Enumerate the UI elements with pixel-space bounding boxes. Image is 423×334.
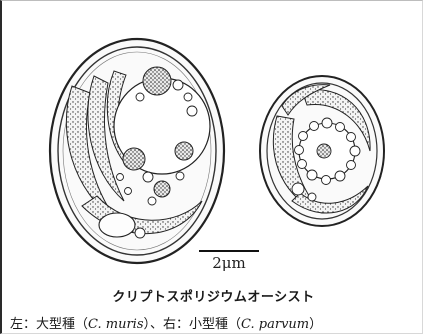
- caption-separator: ）、右：小型種（: [144, 317, 242, 332]
- caption-suffix: ）: [309, 317, 322, 332]
- small-oocyst: [260, 76, 384, 226]
- large-oocyst: [50, 39, 224, 263]
- scale-bar-label: 2μm: [199, 254, 259, 272]
- caption-left-prefix: 左：大型種（: [10, 317, 88, 332]
- caption-subtitle: 左：大型種（C. muris）、右：小型種（C. parvum）: [10, 313, 423, 332]
- caption-title: クリプトスポリジウムオーシスト: [2, 286, 423, 305]
- caption-right-species: C. parvum: [241, 317, 309, 332]
- caption-left-species: C. muris: [88, 317, 144, 332]
